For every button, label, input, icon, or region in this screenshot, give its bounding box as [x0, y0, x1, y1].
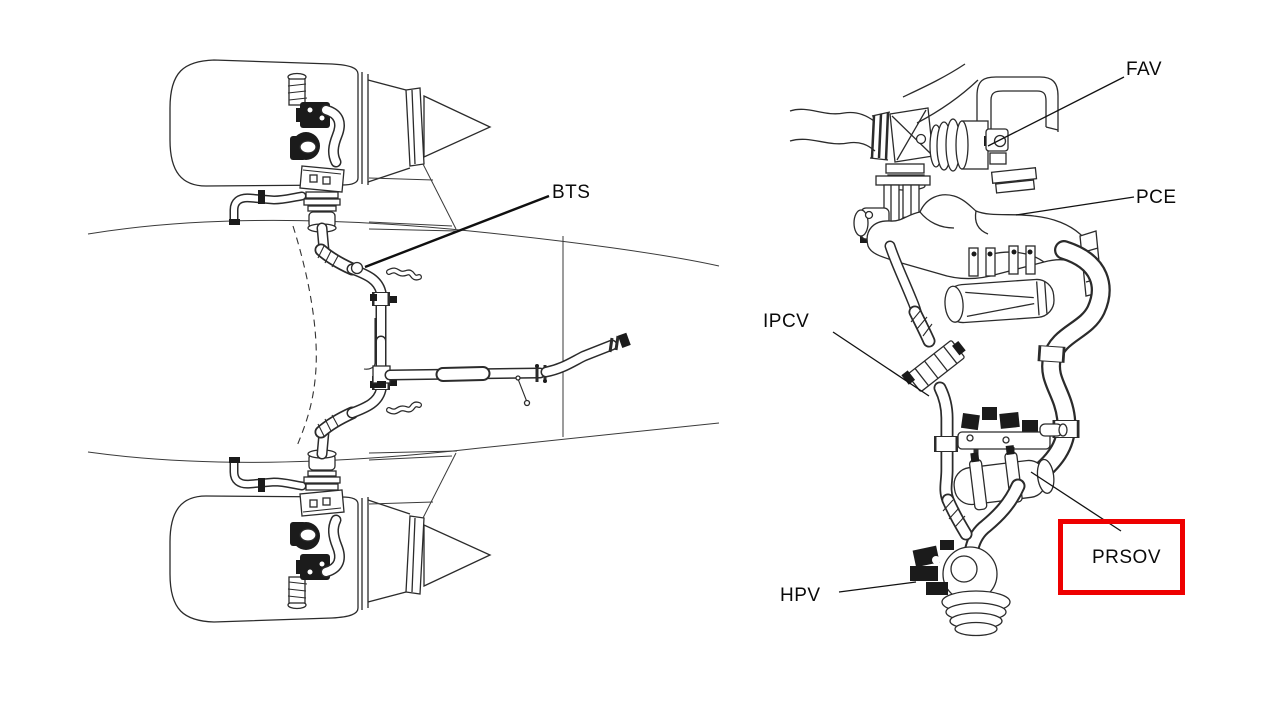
engine-nacelle-assembly: [169, 59, 492, 347]
inlet-duct: [789, 108, 891, 161]
exhaust-flange: [405, 87, 425, 167]
pylon-dashed-line: [292, 225, 317, 447]
bts-sensor: [350, 261, 364, 275]
prsov-highlight-box: PRSOV: [1058, 519, 1185, 595]
engine-nacelle-assembly-mirrored: [170, 341, 490, 622]
label-ipcv: IPCV: [763, 311, 810, 332]
crossbleed-apu-duct: [363, 318, 631, 407]
label-pce: PCE: [1136, 187, 1177, 208]
hpv-leader-line: [838, 581, 917, 593]
drain-rod: [517, 378, 528, 403]
bleed-valve-group-view: [789, 63, 1135, 637]
prsov-valve: [953, 407, 1068, 511]
fan-air-duct: [902, 63, 1059, 137]
label-prsov: PRSOV: [1091, 546, 1162, 568]
engine-installation-view: [87, 59, 720, 622]
label-bts: BTS: [552, 182, 591, 203]
fuselage-outline: [87, 220, 720, 463]
exhaust-cone: [423, 94, 492, 159]
pce-clamps: [968, 245, 1036, 277]
bts-leader-line: [364, 194, 550, 269]
pce-leader-line: [1015, 196, 1135, 216]
hpv-valve: [910, 478, 1026, 637]
label-hpv: HPV: [780, 585, 821, 606]
ipcv-duct: [884, 240, 966, 507]
fav-valve: [929, 118, 1038, 194]
pce-silencer: [944, 278, 1055, 324]
label-fav: FAV: [1126, 59, 1162, 80]
fav-leader-line: [987, 76, 1125, 147]
engine-bleed-duct: [314, 222, 422, 347]
drain-line: [363, 318, 376, 370]
ipcv-clamp: [901, 340, 966, 392]
engine-bleed-cluster: [229, 72, 345, 233]
ipcv-leader-line: [832, 331, 930, 397]
